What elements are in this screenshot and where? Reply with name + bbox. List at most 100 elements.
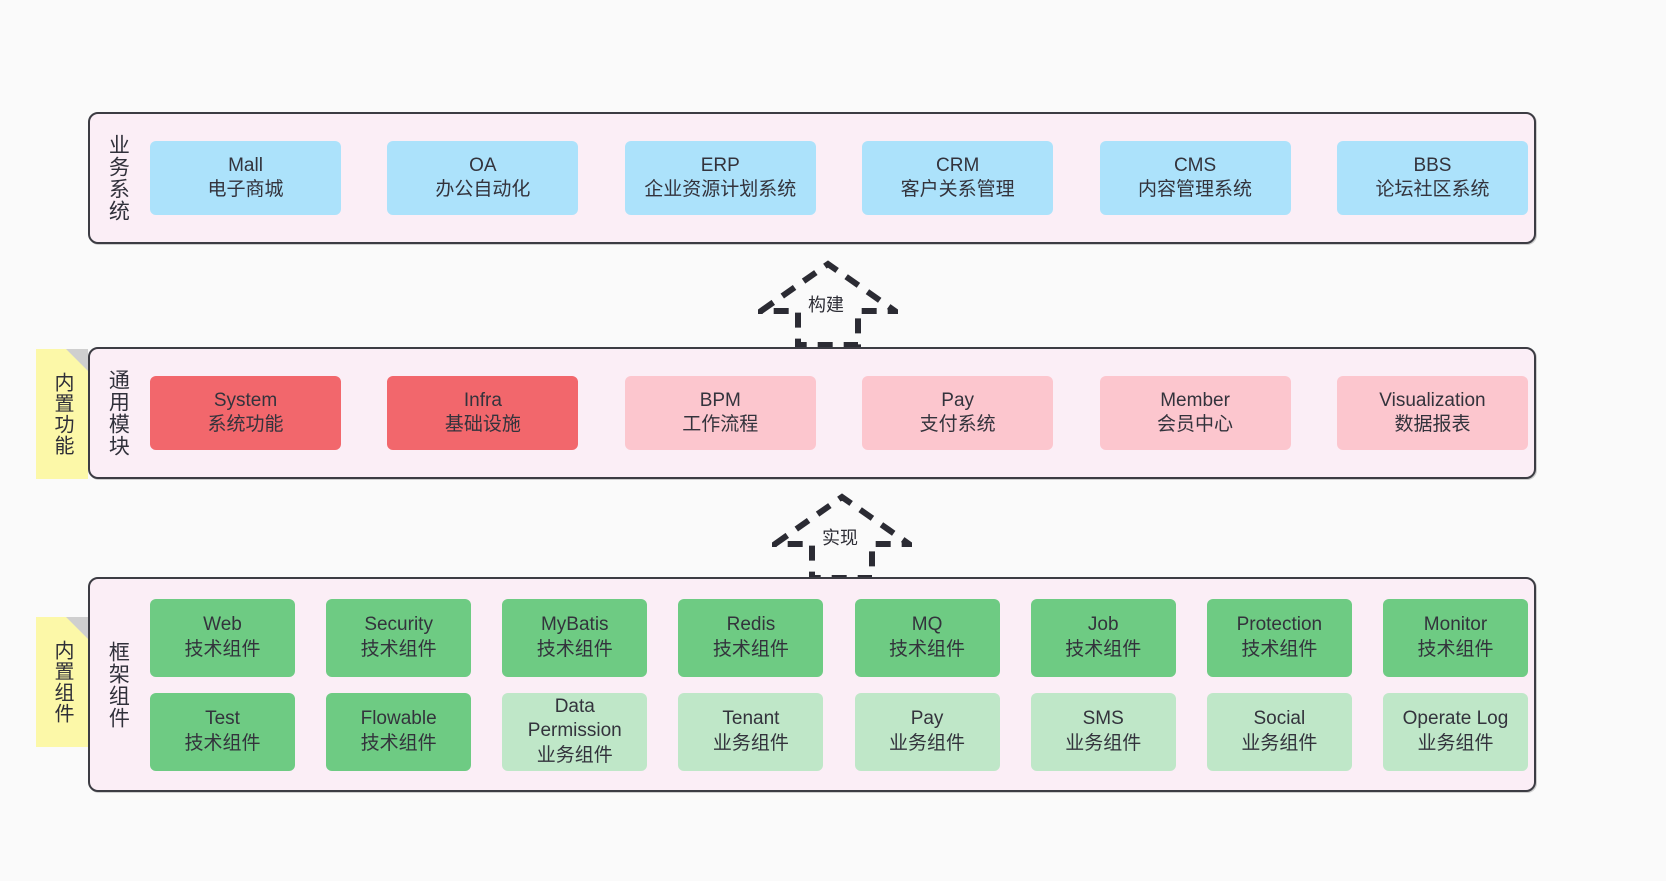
node-title-cn: 技术组件	[360, 638, 437, 660]
node-member[interactable]: Member 会员中心	[1099, 376, 1291, 450]
node-title-cn: 技术组件	[536, 638, 613, 660]
sticky-label-builtin-components: 内置组件	[51, 640, 73, 724]
node-title-cn: 会员中心	[1157, 414, 1234, 435]
node-title-en: Web	[203, 614, 242, 636]
node-title-cn: 企业资源计划系统	[644, 179, 797, 200]
node-title-en: MyBatis	[540, 614, 609, 636]
node-title-cn: 技术组件	[1241, 638, 1318, 660]
sticky-fold-corner-icon	[66, 617, 88, 639]
node-title-cn: 技术组件	[1065, 638, 1142, 660]
node-title-cn: 技术组件	[1417, 638, 1494, 660]
implement-arrow-label: 实现	[820, 524, 860, 550]
node-title-en: SMS	[1082, 708, 1124, 730]
node-title-cn: 内容管理系统	[1138, 179, 1253, 200]
node-title-en: Monitor	[1423, 614, 1488, 636]
node-title-cn: 论坛社区系统	[1375, 179, 1490, 200]
node-title-cn: 业务组件	[712, 732, 789, 754]
sticky-fold-corner-icon	[66, 349, 88, 371]
sticky-note-builtin-components: 内置组件	[36, 617, 88, 747]
node-title-en: ERP	[700, 154, 740, 176]
node-title-en: BBS	[1413, 154, 1452, 176]
node-title-cn: 业务组件	[536, 744, 613, 766]
node-title-en: System	[213, 389, 278, 411]
node-title-cn: 技术组件	[889, 638, 966, 660]
node-title-cn: 技术组件	[184, 732, 261, 754]
node-title-cn: 基础设施	[444, 414, 521, 435]
node-visualization[interactable]: Visualization 数据报表	[1336, 376, 1528, 450]
node-title-cn: 业务组件	[889, 732, 966, 754]
node-title-en: Security	[364, 614, 433, 636]
node-title-en: OA	[469, 154, 497, 176]
node-title-en: Redis	[726, 614, 776, 636]
node-title-cn: 客户关系管理	[900, 179, 1015, 200]
node-title-cn: 业务组件	[1241, 732, 1318, 754]
node-title-en: Flowable	[360, 708, 437, 730]
node-title-cn: 业务组件	[1065, 732, 1142, 754]
node-title-en: Infra	[463, 389, 502, 411]
node-title-en: Pay	[910, 708, 944, 730]
layer-title-business-systems: 业务系统	[106, 134, 130, 222]
node-title-cn: 技术组件	[184, 638, 261, 660]
node-title-en: BPM	[699, 389, 741, 411]
node-title-en: CMS	[1173, 154, 1217, 176]
node-title-en: Data Permission	[527, 696, 622, 742]
node-title-en: Operate Log	[1402, 708, 1509, 730]
node-system[interactable]: System 系统功能	[150, 376, 341, 450]
node-title-cn: 系统功能	[207, 414, 284, 435]
node-infra[interactable]: Infra 基础设施	[387, 376, 579, 450]
node-cms[interactable]: CMS 内容管理系统	[1099, 141, 1291, 215]
node-title-cn: 工作流程	[682, 414, 759, 435]
node-title-en: Tenant	[722, 708, 780, 730]
layer-title-framework-components: 框架组件	[106, 640, 130, 729]
node-mall[interactable]: Mall 电子商城	[150, 141, 341, 215]
node-title-cn: 电子商城	[207, 179, 284, 200]
node-title-en: Protection	[1236, 614, 1323, 636]
node-title-cn: 办公自动化	[435, 179, 531, 200]
node-title-en: Visualization	[1379, 389, 1486, 411]
node-title-cn: 技术组件	[712, 638, 789, 660]
node-title-en: Member	[1160, 389, 1230, 411]
node-oa[interactable]: OA 办公自动化	[387, 141, 579, 215]
node-title-en: Job	[1087, 614, 1119, 636]
node-title-en: Mall	[228, 154, 263, 176]
node-title-cn: 技术组件	[360, 732, 437, 754]
node-bbs[interactable]: BBS 论坛社区系统	[1336, 141, 1528, 215]
node-title-en: Social	[1253, 708, 1306, 730]
node-title-en: MQ	[911, 614, 943, 636]
node-title-cn: 数据报表	[1394, 414, 1471, 435]
layer-title-common-modules: 通用模块	[106, 369, 130, 457]
node-bpm[interactable]: BPM 工作流程	[624, 376, 816, 450]
sticky-label-builtin-features: 内置功能	[51, 372, 73, 456]
node-erp[interactable]: ERP 企业资源计划系统	[624, 141, 816, 215]
node-title-en: Test	[205, 708, 240, 730]
node-title-cn: 业务组件	[1417, 732, 1494, 754]
node-title-en: Pay	[941, 389, 975, 411]
